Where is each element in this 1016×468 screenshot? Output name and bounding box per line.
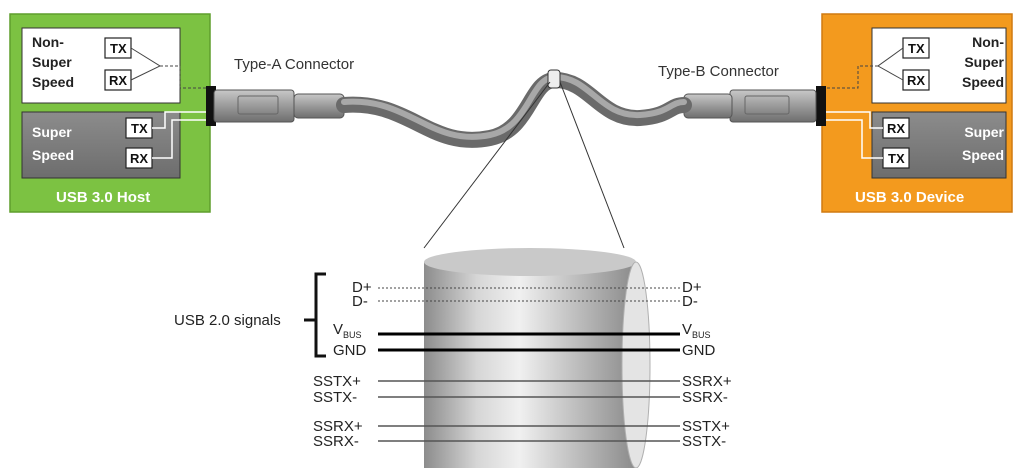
usb2-signals-bracket: USB 2.0 signals	[174, 272, 326, 358]
left-sstx-plus: SSTX+	[313, 373, 361, 390]
cylinder-top	[424, 248, 636, 276]
device-super-line2: Speed	[962, 147, 1004, 163]
host-non-super-line2: Super	[32, 54, 72, 70]
type-b-plug-body	[729, 89, 817, 123]
host-non-super-speed-box	[21, 27, 181, 104]
device-ss-tx-wire	[822, 119, 883, 159]
device-ss-rx-wire	[822, 111, 883, 129]
usb-ss-logo-b	[744, 95, 790, 115]
cable-cross-section-marker	[547, 69, 561, 89]
device-ns-wire-out	[822, 65, 878, 89]
host-ns-rx-label: RX	[109, 73, 127, 88]
host-ss-rx-wire	[152, 119, 210, 159]
right-dplus: D+	[682, 279, 702, 296]
left-gnd: GND	[333, 342, 367, 359]
host-ss-rx-label: RX	[130, 151, 148, 166]
zoom-line-left	[423, 81, 551, 249]
type-a-receptacle	[206, 86, 216, 126]
type-b-receptacle	[816, 86, 826, 126]
right-ssrx-plus: SSRX+	[682, 373, 732, 390]
host-non-super-line3: Speed	[32, 74, 74, 90]
left-dminus: D-	[352, 293, 368, 310]
device-ss-tx-label: TX	[888, 151, 905, 166]
device-non-super-line1: Non-	[972, 34, 1004, 50]
host-ns-wire-out	[160, 65, 210, 89]
type-a-plug-body	[213, 89, 295, 123]
zoom-line-right	[559, 81, 625, 249]
device-ns-rx-label: RX	[907, 73, 925, 88]
signal-lines	[378, 287, 680, 442]
host-super-speed-box	[21, 111, 181, 179]
usb2-signals-label: USB 2.0 signals	[174, 312, 281, 329]
device-non-super-line2: Super	[964, 54, 1004, 70]
device-title: USB 3.0 Device	[855, 189, 964, 206]
device-non-super-line3: Speed	[962, 74, 1004, 90]
type-a-connector-label: Type-A Connector	[234, 56, 354, 73]
device-super-line1: Super	[964, 124, 1004, 140]
left-sstx-minus: SSTX-	[313, 389, 357, 406]
left-ssrx-plus: SSRX+	[313, 418, 363, 435]
host-super-line1: Super	[32, 124, 72, 140]
bracket-shape	[314, 272, 326, 358]
cable-highlight	[341, 73, 687, 140]
host-non-super-line1: Non-	[32, 34, 64, 50]
device-non-super-speed-box	[871, 27, 1007, 104]
right-vbus: VBUS	[682, 321, 711, 340]
device-ns-tx-label: TX	[908, 41, 925, 56]
usb-cable	[206, 69, 826, 249]
cylinder-body	[424, 262, 636, 468]
host-ns-tx-label: TX	[110, 41, 127, 56]
usb3-device: Non- Super Speed TX RX Super Speed RX TX…	[821, 13, 1013, 213]
device-ss-rx-label: RX	[887, 121, 905, 136]
left-dplus: D+	[352, 279, 372, 296]
left-vbus: VBUS	[333, 321, 362, 340]
right-gnd: GND	[682, 342, 716, 359]
right-ssrx-minus: SSRX-	[682, 389, 728, 406]
cable-cylinder	[424, 248, 651, 468]
host-title: USB 3.0 Host	[56, 189, 150, 206]
host-super-line2: Speed	[32, 147, 74, 163]
usb3-host: Non- Super Speed TX RX Super Speed TX RX…	[9, 13, 211, 213]
cylinder-end	[621, 261, 651, 468]
right-sstx-plus: SSTX+	[682, 418, 730, 435]
right-sstx-minus: SSTX-	[682, 433, 726, 450]
type-b-connector-label: Type-B Connector	[658, 63, 779, 80]
right-dminus: D-	[682, 293, 698, 310]
usb-ss-logo-a	[237, 95, 279, 115]
host-ss-tx-label: TX	[131, 121, 148, 136]
host-ss-tx-wire	[152, 111, 210, 129]
left-ssrx-minus: SSRX-	[313, 433, 359, 450]
